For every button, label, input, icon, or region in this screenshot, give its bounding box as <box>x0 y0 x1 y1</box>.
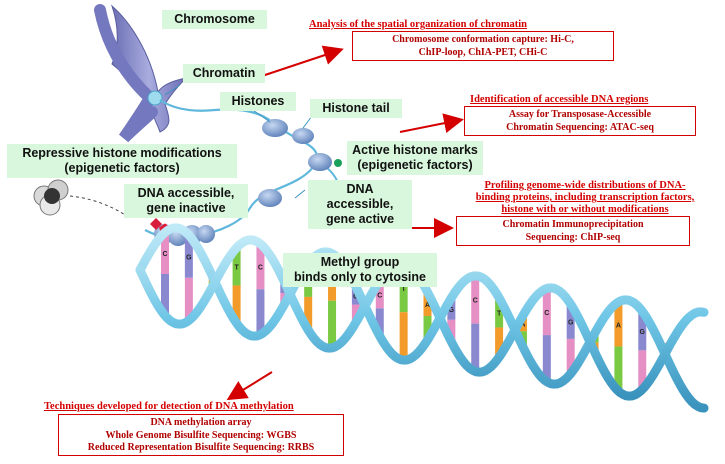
label-active-marks-line2: (epigenetic factors) <box>357 158 473 172</box>
base-rung-pair <box>638 350 647 390</box>
base-rung <box>566 304 575 339</box>
base-rung-pair <box>161 274 169 316</box>
box-profiling-line2: Sequencing: ChIP-seq <box>525 231 621 243</box>
label-methyl-line1: Methyl group <box>320 255 400 269</box>
base-rung-pair <box>566 338 575 374</box>
base-rung-pair <box>256 289 265 335</box>
title-spatial: Analysis of the spatial organization of … <box>309 19 527 30</box>
label-histone-tail-text: Histone tail <box>322 101 390 115</box>
base-rung <box>495 297 504 328</box>
title-profiling-line3: histone with or without modifications <box>501 204 669 215</box>
base-letter: T <box>234 265 239 272</box>
box-methylation-line1: DNA methylation array <box>150 417 252 428</box>
base-letter: C <box>473 298 478 305</box>
base-rung-pair <box>495 327 504 358</box>
base-rung <box>423 292 432 316</box>
base-letter: C <box>544 310 549 317</box>
box-spatial-line2: ChIP-loop, ChIA-PET, CHi-C <box>418 46 548 58</box>
base-rung-pair <box>423 316 432 340</box>
base-rung <box>399 264 408 313</box>
base-letter: A <box>616 322 621 329</box>
label-repressive-line1: Repressive histone modifications <box>22 146 222 160</box>
base-rung-pair <box>184 277 193 321</box>
title-profiling-line2: binding proteins, including transcriptio… <box>475 192 695 203</box>
label-chromatin-text: Chromatin <box>192 66 256 80</box>
label-active-marks-line1: Active histone marks <box>352 143 478 157</box>
box-accessible-line2: Chromatin Sequencing: ATAC-seq <box>506 121 654 133</box>
box-accessible-line1: Assay for Transposase-Accessible <box>508 109 652 120</box>
title-accessible: Identification of accessible DNA regions <box>470 94 649 105</box>
label-chromosome: Chromosome <box>162 10 267 29</box>
base-letter: A <box>425 302 430 309</box>
base-rung-pair <box>328 300 337 348</box>
base-rung <box>375 280 384 309</box>
box-profiling-line1: Chromatin Immunoprecipitation <box>502 219 644 230</box>
label-methyl: Methyl group binds only to cytosine <box>283 253 437 287</box>
base-rung-pair <box>542 335 551 382</box>
label-dna-inactive-line2: gene inactive <box>146 201 226 215</box>
label-chromatin: Chromatin <box>183 64 265 83</box>
base-rung <box>638 311 647 351</box>
base-letter: T <box>401 286 406 293</box>
box-spatial: Chromosome conformation capture: Hi-C, C… <box>352 31 614 61</box>
dna-helix: CGTCTAGCTAGCTACGAG <box>135 223 709 413</box>
base-letter: G <box>186 254 192 261</box>
base-rung <box>471 275 480 324</box>
box-methylation-line3: Reduced Representation Bisulfite Sequenc… <box>87 442 315 453</box>
label-chromosome-text: Chromosome <box>174 12 255 26</box>
base-letter: A <box>520 321 525 328</box>
base-rung-pair <box>447 319 456 342</box>
base-letter: C <box>162 251 167 258</box>
label-dna-active-line2: gene active <box>325 212 395 226</box>
base-rung-pair <box>304 296 313 331</box>
base-rung <box>161 232 169 274</box>
base-rung <box>232 247 241 286</box>
label-dna-active-line1: DNA accessible, <box>326 182 394 211</box>
base-rung-pair <box>399 312 408 361</box>
label-histone-tail: Histone tail <box>310 99 402 118</box>
base-rung-pair <box>375 308 384 337</box>
base-rung <box>447 297 456 320</box>
base-letter: G <box>568 320 574 327</box>
base-letter: C <box>377 292 382 299</box>
base-letter: G <box>640 329 646 336</box>
base-rung-pair <box>232 285 241 324</box>
label-histones: Histones <box>220 92 296 111</box>
box-accessible: Assay for Transposase-Accessible Chromat… <box>464 106 696 136</box>
box-methylation-line2: Whole Genome Bisulfite Sequencing: WGBS <box>105 429 297 441</box>
base-letter: C <box>258 265 263 272</box>
base-letter: T <box>497 311 502 318</box>
title-profiling: Profiling genome-wide distributions of D… <box>454 180 716 216</box>
label-dna-inactive: DNA accessible, gene inactive <box>124 184 248 218</box>
box-profiling: Chromatin Immunoprecipitation Sequencing… <box>456 216 690 246</box>
label-active-marks: Active histone marks (epigenetic factors… <box>347 141 483 175</box>
box-spatial-line1: Chromosome conformation capture: Hi-C, <box>392 34 574 45</box>
label-histones-text: Histones <box>231 94 285 108</box>
base-rung-pair <box>471 323 480 372</box>
box-methylation: DNA methylation array Whole Genome Bisul… <box>58 414 344 456</box>
molecule-icon <box>33 179 126 216</box>
base-rung <box>184 235 193 278</box>
base-letter: G <box>449 307 455 314</box>
base-rung <box>256 243 265 290</box>
title-profiling-line1: Profiling genome-wide distributions of D… <box>484 180 686 191</box>
title-methylation: Techniques developed for detection of DN… <box>44 401 294 412</box>
base-rung <box>542 288 551 336</box>
helix-strand <box>135 223 709 413</box>
label-repressive: Repressive histone modifications (epigen… <box>7 144 237 178</box>
label-dna-inactive-line1: DNA accessible, <box>137 186 235 200</box>
label-dna-active: DNA accessible, gene active <box>308 180 412 229</box>
label-methyl-line2: binds only to cytosine <box>294 270 426 284</box>
base-rung-pair <box>614 346 623 392</box>
base-rung <box>614 301 623 347</box>
label-repressive-line2: (epigenetic factors) <box>64 161 180 175</box>
